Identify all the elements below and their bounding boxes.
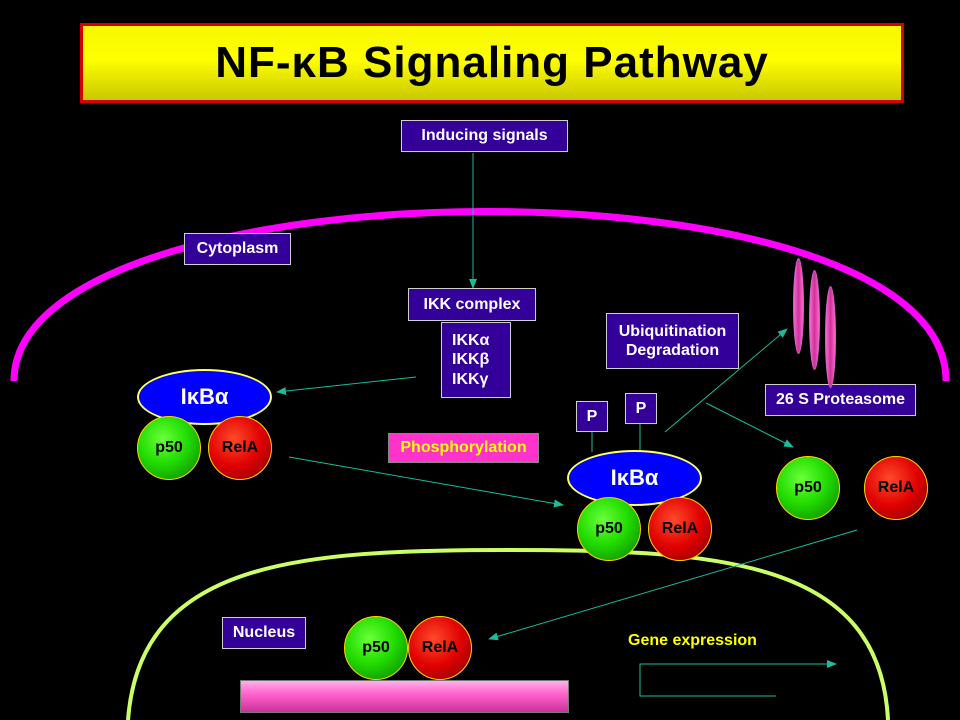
- degradation-text: Degradation: [625, 342, 720, 359]
- arrow-to-proteasome: [664, 328, 788, 433]
- p50-protein-left: p50: [137, 416, 201, 480]
- ikk-subunits-list: IKKα IKKβ IKKγ: [441, 322, 511, 398]
- p50-protein-middle: p50: [577, 497, 641, 561]
- inducing-signals-label: Inducing signals: [401, 120, 568, 152]
- proteasome-subunit-3: [825, 286, 836, 388]
- gene-expression-label: Gene expression: [628, 632, 757, 649]
- arrow-to-nucleus: [488, 529, 858, 641]
- ikk-alpha-label: IKKα: [452, 332, 490, 350]
- title-banner: NF-κB Signaling Pathway: [80, 23, 904, 103]
- ikk-complex-label: IKK complex: [408, 288, 536, 321]
- arrow-phosphorylation: [288, 456, 564, 508]
- ikba-protein-phosphorylated: IκBα: [567, 450, 702, 506]
- gene-expression-arrow: [639, 660, 837, 697]
- ubiquitination-degradation-label: Ubiquitination Degradation: [606, 313, 739, 369]
- proteasome-subunit-1: [793, 258, 804, 354]
- rela-protein-middle: RelA: [648, 497, 712, 561]
- arrow-release-nfkb: [705, 402, 794, 448]
- rela-protein-nucleus: RelA: [408, 616, 472, 680]
- proteasome-subunit-2: [809, 270, 820, 370]
- phosphate-mark-2: P: [625, 393, 657, 424]
- rela-protein-left: RelA: [208, 416, 272, 480]
- p50-protein-free: p50: [776, 456, 840, 520]
- ikk-beta-label: IKKβ: [452, 351, 490, 369]
- arrow-ikk-to-ikba: [276, 376, 417, 396]
- nuclear-membrane: [126, 547, 890, 720]
- cytoplasm-label: Cytoplasm: [184, 233, 291, 265]
- page-title: NF-κB Signaling Pathway: [215, 38, 769, 87]
- ikba-protein-left: IκBα: [137, 369, 272, 425]
- p50-protein-nucleus: p50: [344, 616, 408, 680]
- proteasome-label: 26 S Proteasome: [765, 384, 916, 416]
- rela-protein-free: RelA: [864, 456, 928, 520]
- phosphorylation-label: Phosphorylation: [388, 433, 539, 463]
- nucleus-label: Nucleus: [222, 617, 306, 649]
- dna-strand: [240, 680, 569, 713]
- cell-membrane: [10, 208, 950, 382]
- ubiquitination-text: Ubiquitination: [618, 322, 727, 340]
- ikk-gamma-label: IKKγ: [452, 370, 489, 388]
- phosphate-mark-1: P: [576, 401, 608, 432]
